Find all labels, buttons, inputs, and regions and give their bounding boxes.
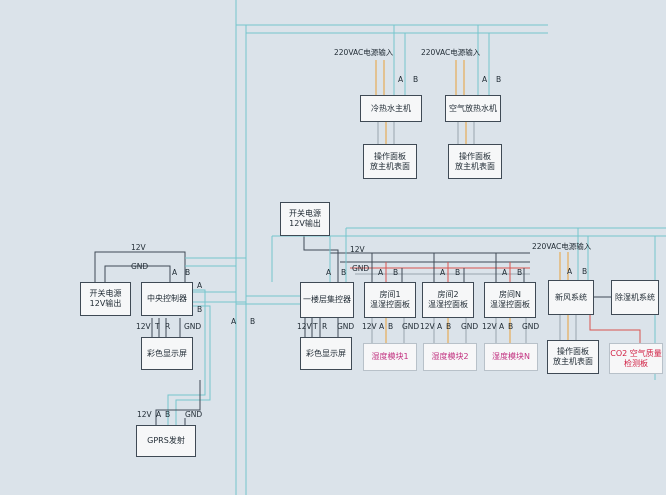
voltage-label: 12V — [137, 410, 152, 419]
terminal-a-label: A — [197, 281, 203, 290]
dehumidifier-system-box: 除湿机系统 — [611, 280, 659, 315]
terminal-a-label: A — [172, 268, 178, 277]
gnd-label: GND — [131, 262, 149, 271]
voltage-label: 12V — [131, 243, 146, 252]
terminal-b-label: B — [508, 322, 514, 331]
power-input-label: 220VAC电源输入 — [334, 48, 394, 57]
bus-line — [167, 289, 206, 425]
fresh-air-system-box: 新风系统 — [548, 280, 594, 315]
switch-power-box: 开关电源 12V输出 — [280, 202, 330, 236]
power-input-label: 220VAC电源输入 — [532, 242, 592, 251]
terminal-b-label: B — [388, 322, 394, 331]
power-line — [303, 236, 339, 282]
gnd-label: GND — [337, 322, 355, 331]
terminal-a-label: A — [440, 268, 446, 277]
terminal-a-label: A — [378, 268, 384, 277]
switch-power-box: 开关电源 12V输出 — [80, 282, 131, 316]
terminal-a-label: A — [398, 75, 404, 84]
color-display-box: 彩色显示屏 — [300, 337, 352, 370]
terminal-b-label: B — [413, 75, 419, 84]
terminal-b-label: B — [496, 75, 502, 84]
cold-water-host-box: 冷热水主机 — [360, 95, 422, 122]
terminal-b-label: B — [197, 305, 203, 314]
terminal-a-label: A — [231, 317, 237, 326]
terminal-a-label: A — [499, 322, 505, 331]
terminal-b-label: B — [582, 267, 588, 276]
terminal-b-label: B — [517, 268, 523, 277]
operation-panel-box: 操作面板 放主机表面 — [547, 340, 599, 374]
terminal-r-label: R — [322, 322, 328, 331]
terminal-b-label: B — [455, 268, 461, 277]
central-controller-box: 中央控制器 — [141, 282, 193, 316]
terminal-a-label: A — [437, 322, 443, 331]
gnd-label: GND — [185, 410, 203, 419]
gnd-label: GND — [184, 322, 202, 331]
color-display-box: 彩色显示屏 — [141, 337, 193, 370]
terminal-a-label: A — [482, 75, 488, 84]
gnd-label: GND — [522, 322, 540, 331]
room2-panel-box: 房间2 温湿控面板 — [422, 282, 474, 318]
floor-concentrator-box: 一楼层集控器 — [300, 282, 354, 318]
terminal-b-label: B — [446, 322, 452, 331]
terminal-t-label: T — [155, 322, 160, 331]
room1-panel-box: 房间1 温湿控面板 — [364, 282, 416, 318]
voltage-label: 12V — [136, 322, 151, 331]
terminal-a-label: A — [326, 268, 332, 277]
terminal-a-label: A — [502, 268, 508, 277]
terminal-a-label: A — [567, 267, 573, 276]
gprs-transmitter-box: GPRS发射 — [136, 425, 196, 457]
voltage-label: 12V — [297, 322, 312, 331]
gnd-label: GND — [461, 322, 479, 331]
voltage-label: 12V — [420, 322, 435, 331]
terminal-a-label: A — [379, 322, 385, 331]
voltage-label: 12V — [482, 322, 497, 331]
terminal-t-label: T — [313, 322, 318, 331]
co2-sensor-box: CO2 空气质量 检测板 — [609, 343, 663, 374]
roomN-panel-box: 房间N 温湿控面板 — [484, 282, 536, 318]
power-line — [94, 251, 186, 282]
voltage-label: 12V — [362, 322, 377, 331]
humidity-module-2-box: 湿度模块2 — [423, 343, 477, 371]
operation-panel-box: 操作面板 放主机表面 — [448, 144, 502, 179]
gnd-label: GND — [352, 264, 370, 273]
humidity-module-1-box: 湿度模块1 — [363, 343, 417, 371]
terminal-b-label: B — [393, 268, 399, 277]
terminal-b-label: B — [185, 268, 191, 277]
humidity-module-N-box: 湿度模块N — [484, 343, 538, 371]
terminal-a-label: A — [156, 410, 162, 419]
power-line — [155, 380, 201, 425]
power-input-label: 220VAC电源输入 — [421, 48, 481, 57]
air-heat-host-box: 空气放热水机 — [445, 95, 501, 122]
bus-line — [175, 305, 211, 425]
terminal-b-label: B — [341, 268, 347, 277]
power-line — [104, 265, 171, 282]
terminal-b-label: B — [250, 317, 256, 326]
panel-link — [589, 315, 641, 343]
terminal-r-label: R — [165, 322, 171, 331]
voltage-label: 12V — [350, 245, 365, 254]
terminal-b-label: B — [165, 410, 171, 419]
operation-panel-box: 操作面板 放主机表面 — [363, 144, 417, 179]
gnd-label: GND — [402, 322, 420, 331]
